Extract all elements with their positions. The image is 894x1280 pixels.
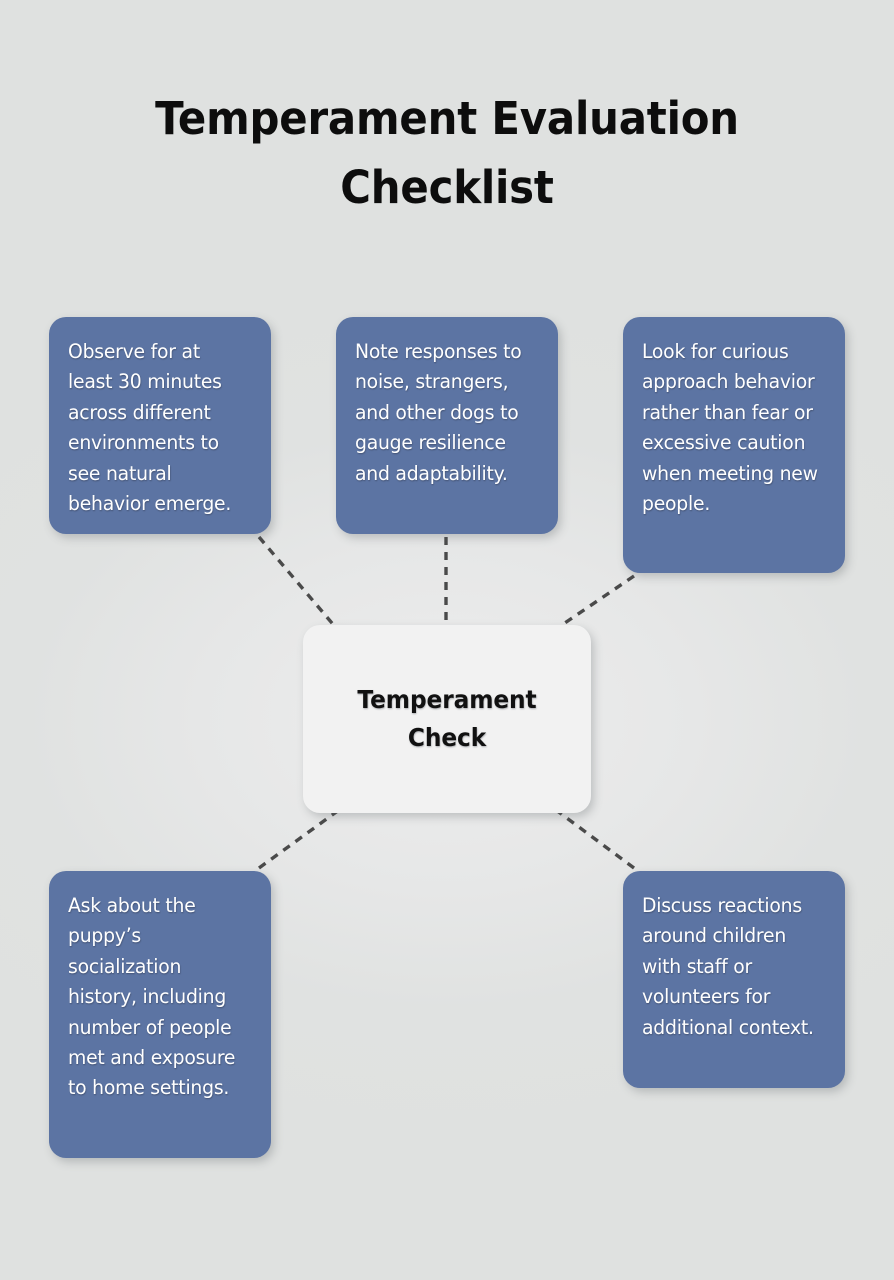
card-text: Note responses to noise, strangers, and … bbox=[355, 340, 522, 485]
checklist-card-note-responses[interactable]: Note responses to noise, strangers, and … bbox=[336, 317, 558, 534]
checklist-card-observe-duration[interactable]: Observe for at least 30 minutes across d… bbox=[49, 317, 271, 534]
connector-top-right bbox=[555, 574, 635, 631]
checklist-card-curious-approach[interactable]: Look for curious approach behavior rathe… bbox=[623, 317, 845, 573]
hub-label: Temperament Check bbox=[357, 685, 537, 752]
checklist-card-socialization-history[interactable]: Ask about the puppy’s socialization hist… bbox=[49, 871, 271, 1158]
connector-bottom-left bbox=[258, 808, 340, 870]
connector-bottom-right bbox=[554, 808, 636, 870]
hub-card-temperament-check[interactable]: Temperament Check bbox=[303, 625, 591, 813]
card-text: Observe for at least 30 minutes across d… bbox=[68, 340, 232, 516]
connector-top-left bbox=[257, 535, 339, 631]
page-title: Temperament Evaluation Checklist bbox=[155, 92, 739, 214]
card-text: Look for curious approach behavior rathe… bbox=[642, 340, 818, 516]
card-text: Ask about the puppy’s socialization hist… bbox=[68, 894, 236, 1100]
checklist-card-children-reactions[interactable]: Discuss reactions around children with s… bbox=[623, 871, 845, 1088]
card-text: Discuss reactions around children with s… bbox=[642, 894, 814, 1039]
